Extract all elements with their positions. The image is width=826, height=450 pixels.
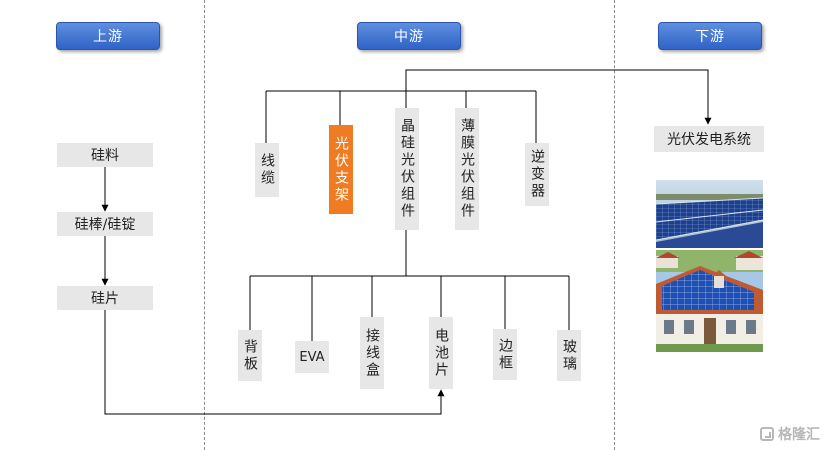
solar-farm-photo	[656, 180, 763, 248]
box-solar-cell: 电池片	[429, 317, 453, 389]
box-backsheet: 背板	[238, 330, 262, 381]
divider-left	[204, 0, 205, 450]
divider-right	[614, 0, 615, 450]
box-junction-box: 接线盒	[360, 317, 384, 389]
watermark-text: 格隆汇	[778, 427, 820, 443]
arrow-to-pv-system	[405, 69, 712, 125]
header-downstream: 下游	[658, 22, 762, 50]
box-cable: 线缆	[255, 143, 279, 197]
house-rooftop-photo	[656, 250, 763, 352]
box-inverter: 逆变器	[525, 143, 549, 206]
box-crystalline-module: 晶硅光伏组件	[395, 108, 419, 230]
header-midstream: 中游	[357, 22, 461, 50]
box-thin-film-module: 薄膜光伏组件	[455, 108, 479, 230]
box-glass: 玻璃	[557, 330, 581, 381]
box-frame: 边框	[493, 329, 517, 380]
header-upstream: 上游	[56, 22, 160, 50]
arrow-wafer-to-cell	[104, 310, 445, 415]
box-silicon-rod-ingot: 硅棒/硅锭	[57, 212, 153, 236]
box-pv-bracket: 光伏支架	[329, 125, 353, 214]
box-silicon-wafer: 硅片	[57, 286, 153, 310]
box-silicon-material: 硅料	[57, 143, 153, 167]
box-eva: EVA	[295, 341, 329, 373]
watermark: 格隆汇	[760, 424, 820, 444]
box-pv-power-system: 光伏发电系统	[654, 126, 764, 152]
watermark-logo-icon	[760, 427, 774, 441]
